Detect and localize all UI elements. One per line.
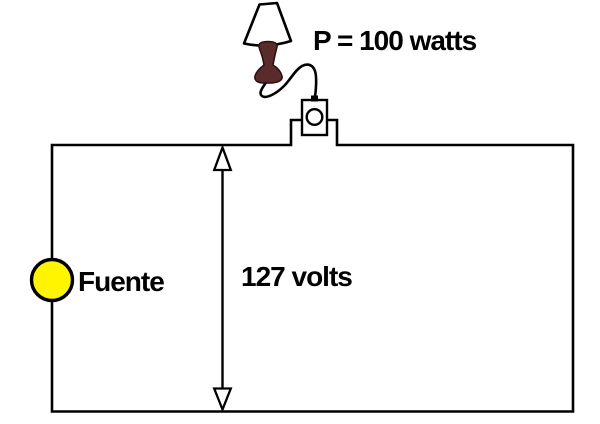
plug-hole (305, 107, 324, 126)
circuit-wire (50, 118, 575, 413)
power-label: P = 100 watts (313, 25, 477, 56)
voltage-label: 127 volts (241, 261, 353, 292)
plug-outlet-icon (300, 95, 329, 137)
cord-nub (311, 95, 318, 102)
arrow-head-up (212, 144, 233, 172)
arrow-head-down (212, 387, 233, 413)
source-node-icon (29, 257, 75, 303)
table-lamp-icon (242, 1, 318, 99)
lamp-cord (259, 63, 318, 99)
voltage-arrow-icon (212, 144, 233, 413)
lamp-shade (242, 1, 293, 47)
lamp-base (254, 40, 283, 84)
source-label: Fuente (78, 266, 165, 297)
